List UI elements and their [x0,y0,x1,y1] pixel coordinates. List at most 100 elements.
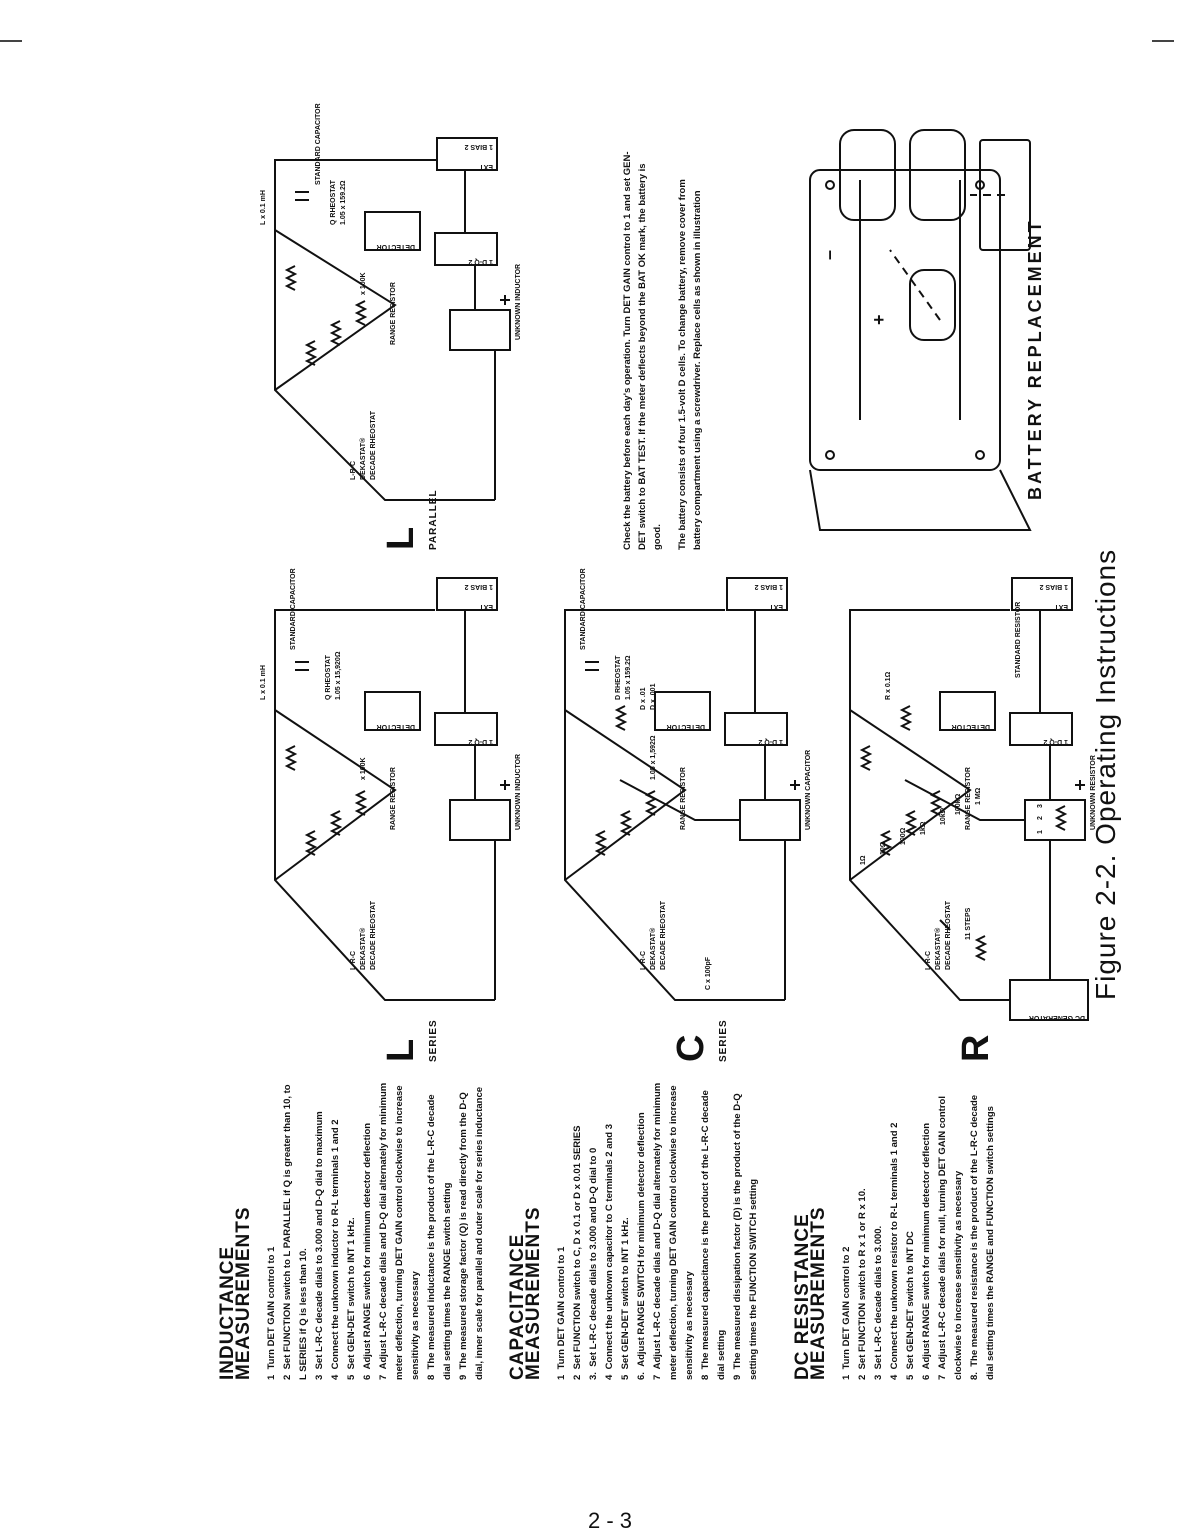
page-number: 2 - 3 [588,1508,633,1533]
diagram-r-rstd: R x 0.1Ω [885,671,892,700]
battery-cell [909,129,966,221]
diagram-r-r6: 100kΩ [955,793,962,815]
list-item: 3 Set L-R-C decade dials to 3.000. [873,1225,884,1380]
diagram-ls-dq: 1 D-Q 2 [468,738,493,745]
ext-bias-box [1011,577,1073,611]
list-item: 8 The measured inductance is the product… [426,1094,453,1380]
diagram-ls-standard: STANDARD CAPACITOR [290,568,297,650]
left-edge-mark [0,40,22,42]
diagram-lp-ext: EXT [479,163,493,170]
diagram-ls-scale: x 100K [360,757,367,780]
diagram-ls-range: RANGE RESISTOR [390,767,397,830]
detector-box [364,211,421,251]
battery-note-1: Check the battery before each day's oper… [622,151,663,550]
diagram-c-dval2: D x .001 [650,683,657,710]
terminal-block [739,799,801,841]
list-item: 5 Set GEN-DET switch to INT DC [905,1231,916,1380]
diagram-c-rval: 1.05 x 1,592Ω [650,735,657,780]
list-item: 7 Adjust L-R-C decade dials for null, tu… [937,1096,964,1380]
detector-box [364,691,421,731]
diagram-ls-unknown: UNKNOWN INDUCTOR [515,754,522,830]
diagram-r-range: RANGE RESISTOR [965,767,972,830]
diagram-lp-rheostat: Q RHEOSTAT [330,179,337,225]
diagram-r-letter: R [955,1034,997,1062]
list-item: 7 Adjust L-R-C decade dials and D-Q dial… [378,1082,421,1380]
list-item: 6 Adjust RANGE switch for minimum detect… [921,1122,932,1380]
list-item: 1 Turn DET GAIN control to 1 [266,1246,277,1380]
diagram-ls-detector: DETECTOR [377,723,415,730]
diagram-r-dekastat1: L-R-C [925,951,932,970]
diagram-r-t2: 2 [1037,816,1044,820]
battery-note-2: The battery consists of four 1.5-volt D … [677,179,703,550]
diagram-c-rheo-value: 1.05 x 159.2Ω [625,655,632,700]
circuit-diagram-l-parallel: UNKNOWN INDUCTOR DETECTOR STANDARD CAPAC… [260,103,522,501]
battery-notes: Check the battery before each day's oper… [620,150,715,550]
list-item: 1 Turn DET GAIN control to 2 [841,1246,852,1380]
detector-box [654,691,711,731]
diagram-c-detector: DETECTOR [667,723,705,730]
list-item: 9 The measured storage factor (Q) is rea… [458,1086,485,1380]
diagram-r-t1: 1 [1037,830,1044,834]
dc-resistance-title: DC RESISTANCE MEASUREMENTS [792,1206,829,1380]
inductance-panel: INDUCTANCE MEASUREMENTS 1 Turn DET GAIN … [217,1080,488,1380]
diagram-l-series-letter: L [380,1038,422,1062]
ext-bias-box [726,577,788,611]
diagram-lp-dekastat1: L-R-C [350,461,357,480]
diagram-ls-rheo-value: 1.05 x 15,920Ω [335,651,342,700]
battery-minus: – [819,250,839,260]
battery-illustration: + – [809,129,1032,531]
diagram-r-dekastat3: DECADE RHEOSTAT [945,900,952,970]
terminal-block [1024,799,1086,841]
circuit-diagram-c: UNKNOWN CAPACITOR DETECTOR STANDARD CAPA… [564,568,812,1001]
diagram-r-std: STANDARD RESISTOR [1015,602,1022,678]
circuit-diagram-l-series: UNKNOWN INDUCTOR DETECTOR STANDARD CAPAC… [260,568,522,1001]
battery-cover [979,139,1031,251]
list-item: 8. The measured resistance is the produc… [969,1094,996,1380]
diagram-lp-standard: STANDARD CAPACITOR [315,103,322,185]
diagram-lp-detector: DETECTOR [377,243,415,250]
list-item: 4 Connect the unknown resistor to R-L te… [889,1122,900,1380]
battery-case [809,169,1001,471]
diagram-lp-rheo-value: 1.05 x 159.2Ω [340,180,347,225]
circuit-diagram-r: UNKNOWN RESISTOR DC GENERATOR DETECTOR S… [849,577,1097,1021]
diagram-c-letter: C [670,1034,712,1062]
battery-plus: + [869,314,889,325]
list-item: 5 Set GEN-DET switch to INT 1 kHz. [346,1217,357,1380]
diagram-r-dq: 1 D-Q 2 [1043,738,1068,745]
diagram-c-bias: 1 BIAS 2 [754,583,783,590]
list-item: 9 The measured dissipation factor (D) is… [732,1093,759,1380]
terminal-block [449,799,511,841]
diagram-c-dekastat3: DECADE RHEOSTAT [660,900,667,970]
diagram-r-r1: 1Ω [860,855,867,865]
figure-caption: Figure 2-2. Operating Instructions [1090,548,1121,1000]
list-item: 3 Set L-R-C decade dials to 3.000 and D-… [314,1111,325,1380]
capacitance-title: CAPACITANCE MEASUREMENTS [507,1206,544,1380]
diagram-lp-dq: 1 D-Q 2 [468,258,493,265]
list-item: 6. Adjust RANGE SWITCH for minimum detec… [636,1112,647,1380]
landscape-content: DC RESISTANCE MEASUREMENTS 1 Turn DET GA… [140,103,1140,1380]
diagram-c-dq: 1 D-Q 2 [758,738,783,745]
diagram-r-r3: 100Ω [900,827,907,845]
diagram-r-bias: 1 BIAS 2 [1039,583,1068,590]
list-item: 6 Adjust RANGE switch for minimum detect… [362,1122,373,1380]
diagram-lp-bias: 1 BIAS 2 [464,143,493,150]
right-edge-mark [1152,40,1174,42]
list-item: 1 Turn DET GAIN control to 1 [556,1246,567,1380]
diagram-lp-unknown: UNKNOWN INDUCTOR [515,264,522,340]
diagram-r-t3: 3 [1037,804,1044,808]
list-item: 2 Set FUNCTION switch to L PARALLEL if Q… [282,1084,309,1380]
diagram-r-r4: 1kΩ [920,821,927,835]
capacitance-panel: CAPACITANCE MEASUREMENTS 1 Turn DET GAIN… [507,1080,762,1380]
diagram-r-steps: 11 STEPS [965,907,972,940]
list-item: 3. Set L-R-C decade dials to 3.000 and D… [588,1147,599,1380]
diagram-r-unknown: UNKNOWN RESISTOR [1090,755,1097,830]
list-item: 8 The measured capacitance is the produc… [700,1090,727,1380]
diagram-ls-dekastat3: DECADE RHEOSTAT [370,900,377,970]
diagram-r-r7: 1 MΩ [975,787,982,805]
diagram-ls-ext: EXT [479,603,493,610]
diagram-ls-dekastat2: DEKASTAT® [359,927,367,970]
diagram-lp-dekastat2: DEKASTAT® [359,437,367,480]
diagram-r-ext: EXT [1054,603,1068,610]
diagram-c-rheostat: D RHEOSTAT [615,655,622,700]
